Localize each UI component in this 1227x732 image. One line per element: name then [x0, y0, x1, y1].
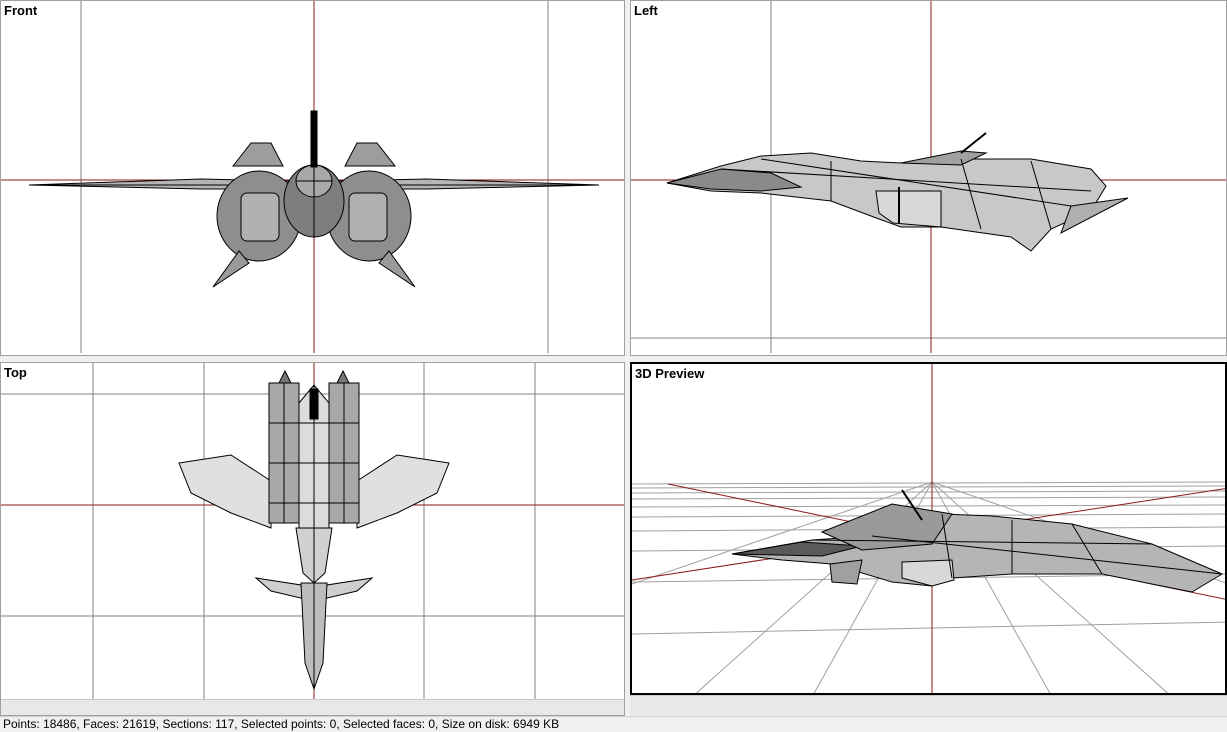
viewport-top-label: Top [4, 365, 27, 380]
viewport-front[interactable]: Front [0, 0, 625, 356]
horizontal-splitter[interactable] [0, 356, 1227, 362]
top-aircraft-mesh [178, 369, 450, 691]
vertical-splitter[interactable] [625, 0, 630, 716]
front-grid [80, 1, 549, 353]
preview-horizontal-scrollbar[interactable] [630, 695, 1227, 716]
left-aircraft-mesh [666, 132, 1129, 252]
preview-aircraft-mesh [731, 489, 1224, 593]
top-horizontal-scrollbar[interactable] [1, 699, 624, 715]
front-aircraft-mesh [28, 110, 600, 288]
viewport-3d-preview-label: 3D Preview [635, 366, 705, 381]
viewport-front-label: Front [4, 3, 38, 18]
status-bar-text: Points: 18486, Faces: 21619, Sections: 1… [3, 717, 560, 731]
viewport-left-label: Left [634, 3, 658, 18]
viewport-3d-preview[interactable]: 3D Preview [630, 362, 1227, 695]
status-bar: Points: 18486, Faces: 21619, Sections: 1… [0, 716, 1227, 732]
left-view-canvas[interactable] [631, 1, 1227, 356]
front-view-canvas[interactable] [1, 1, 625, 356]
preview-canvas[interactable] [632, 364, 1227, 695]
viewport-left[interactable]: Left [630, 0, 1227, 356]
top-view-canvas[interactable] [1, 363, 625, 699]
viewport-top[interactable]: Top [0, 362, 625, 716]
